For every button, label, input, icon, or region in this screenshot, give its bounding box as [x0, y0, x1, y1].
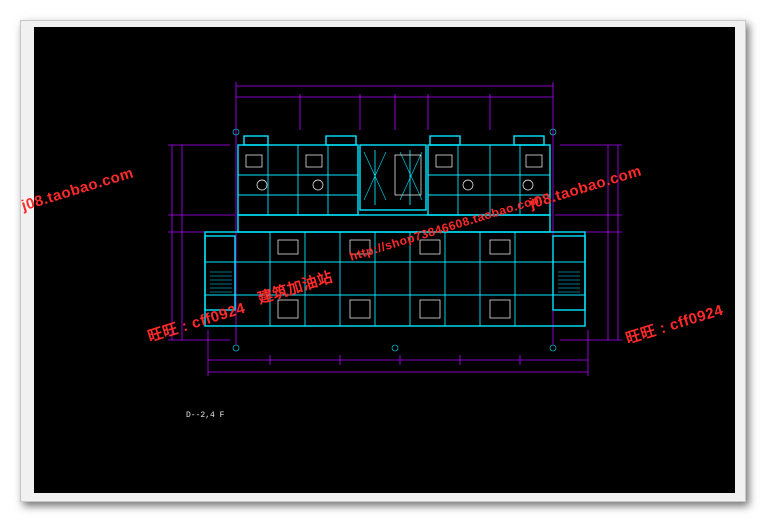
building-walls	[204, 135, 586, 327]
drawing-caption: D--2,4 F	[186, 411, 225, 420]
fixtures	[245, 154, 543, 319]
grid-markers	[232, 128, 557, 352]
dimension-lines	[168, 82, 622, 376]
stair-hatching	[210, 151, 580, 293]
interior-partitions	[205, 145, 585, 326]
